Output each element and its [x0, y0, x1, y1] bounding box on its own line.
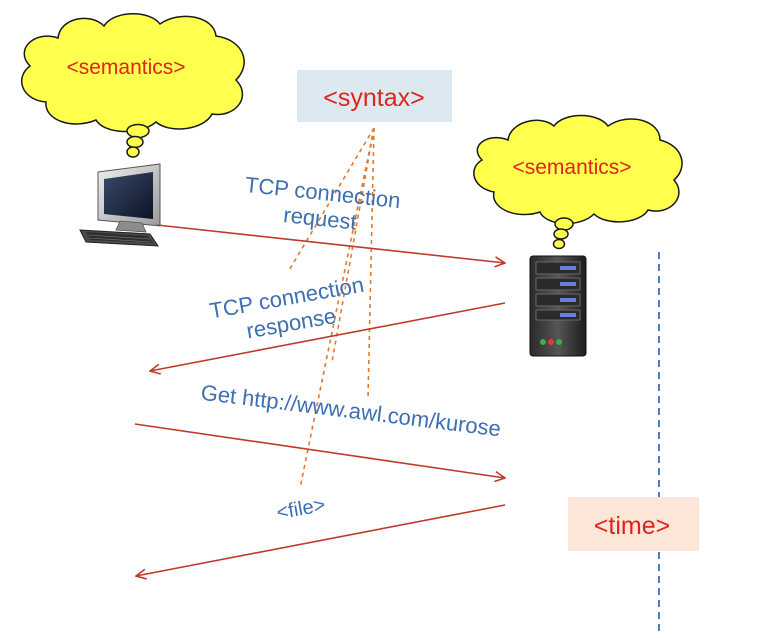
arrow-tcp-response: [150, 302, 506, 371]
semantics-label-client: <semantics>: [66, 56, 185, 79]
message-label-file: <file>: [275, 494, 327, 524]
syntax-pointer-get: [367, 127, 375, 399]
message-label-get-request: Get http://www.awl.com/kurose: [200, 380, 503, 442]
arrow-file-response: [136, 504, 506, 576]
semantics-cloud-client: [20, 13, 245, 158]
syntax-box: [297, 70, 452, 122]
time-box: [568, 497, 699, 551]
semantics-label-server: <semantics>: [512, 156, 631, 179]
syntax-pointer-file: [299, 127, 375, 489]
semantics-cloud-server: [473, 114, 683, 250]
syntax-pointer-lines: [287, 127, 375, 489]
time-label: <time>: [594, 512, 670, 540]
message-arrows: [134, 224, 506, 576]
arrow-tcp-request: [156, 224, 505, 263]
server-tower-icon: [529, 255, 587, 357]
syntax-label: <syntax>: [323, 84, 424, 112]
syntax-pointer-request: [287, 127, 375, 273]
desktop-computer-icon: [79, 163, 161, 247]
arrow-get-request: [134, 423, 505, 478]
